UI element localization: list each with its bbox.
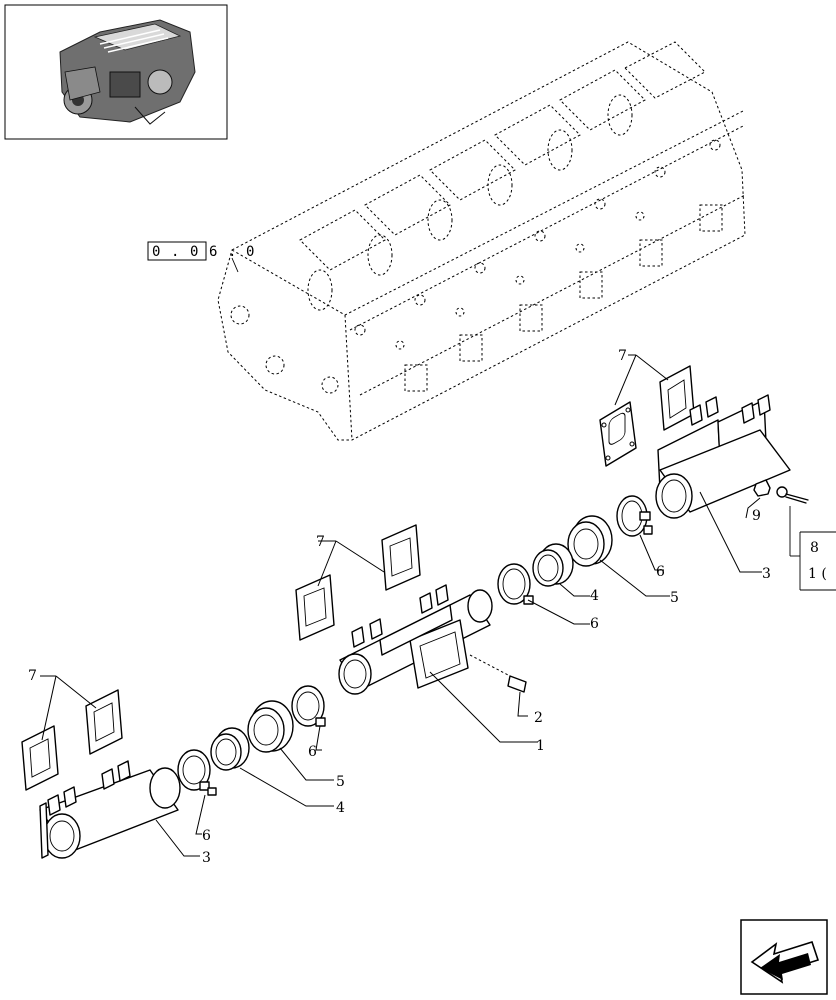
clamp-mid-right <box>497 563 534 605</box>
cylinder-head-phantom <box>217 41 746 441</box>
reference-box[interactable]: 0 . 0 6 . 0 <box>147 241 254 273</box>
callout-1: 1 <box>536 738 545 754</box>
sleeve-left <box>210 727 250 771</box>
previous-page-arrow-icon[interactable] <box>740 919 828 995</box>
callout-4-right: 4 <box>590 588 599 604</box>
callout-5-right: 5 <box>670 590 679 606</box>
callout-5-left: 5 <box>336 774 345 790</box>
callout-7-mid: 7 <box>316 534 325 550</box>
ref-cell-1: 0 <box>152 244 160 260</box>
ref-cell-2: . <box>171 244 179 260</box>
callout-6-mid-left: 6 <box>308 744 317 760</box>
stud-2 <box>507 675 527 693</box>
gasket-left-b <box>85 689 123 755</box>
ref-cell-5: . <box>228 244 236 260</box>
callout-3-left: 3 <box>202 850 211 866</box>
callout-2: 2 <box>534 710 543 726</box>
gasket-right-b <box>659 365 695 431</box>
callout-6-mid: 6 <box>590 616 599 632</box>
nut-9 <box>753 479 771 497</box>
exhaust-pipe-left <box>39 760 181 859</box>
callout-7-left: 7 <box>28 668 37 684</box>
bellows-right <box>567 515 613 567</box>
bolt-8 <box>776 486 809 504</box>
callout-3-right: 3 <box>762 566 771 582</box>
clamp-right <box>616 495 653 537</box>
bellows-left <box>247 700 294 753</box>
side-ref-line1: 8 <box>810 540 819 556</box>
callout-7-right: 7 <box>618 348 627 364</box>
sleeve-right <box>532 543 574 587</box>
callout-9: 9 <box>752 508 761 524</box>
callout-4-left: 4 <box>336 800 345 816</box>
exhaust-manifold-center <box>338 584 493 695</box>
callout-leaders <box>155 491 762 857</box>
exhaust-pipe-right <box>655 394 791 519</box>
ref-cell-4: 6 <box>209 244 217 260</box>
gasket-left-a <box>21 725 59 791</box>
gasket-right-a <box>599 401 637 467</box>
side-ref-line2: 1 ( <box>808 566 827 582</box>
gasket-mid-a <box>295 574 335 641</box>
callout-6-left: 6 <box>202 828 211 844</box>
engine-thumbnail[interactable] <box>4 4 228 140</box>
side-reference[interactable]: 8 1 ( <box>789 506 836 591</box>
clamp-mid-left <box>291 685 326 727</box>
ref-cell-3: 0 <box>190 244 198 260</box>
gasket-mid-b <box>381 524 421 591</box>
clamp-left <box>177 749 217 796</box>
ref-cell-6: 0 <box>246 244 254 260</box>
callout-6-right: 6 <box>656 564 665 580</box>
